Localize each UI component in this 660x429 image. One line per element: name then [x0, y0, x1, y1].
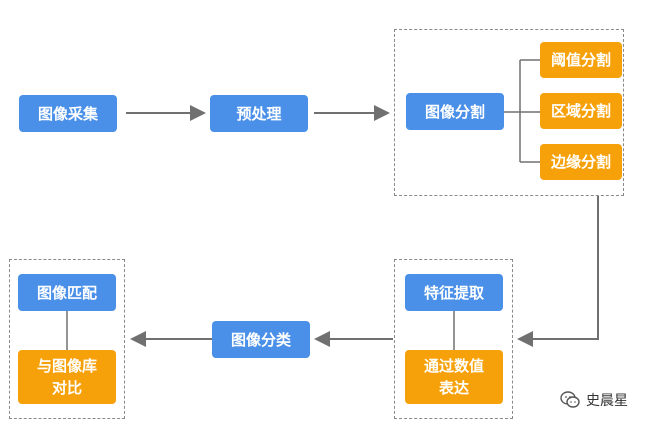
- node-feature-extraction: 特征提取: [405, 274, 503, 311]
- node-image-segmentation: 图像分割: [406, 93, 504, 130]
- segmentation-group: [394, 29, 624, 196]
- node-region-segmentation: 区域分割: [540, 93, 622, 129]
- watermark: 史晨星: [560, 390, 628, 410]
- node-threshold-segmentation: 阈值分割: [540, 42, 622, 78]
- watermark-text: 史晨星: [586, 393, 628, 409]
- node-image-classification: 图像分类: [212, 321, 310, 358]
- node-image-acquisition: 图像采集: [19, 95, 117, 132]
- node-preprocessing: 预处理: [210, 95, 308, 132]
- matching-group: [9, 259, 125, 419]
- node-edge-segmentation: 边缘分割: [540, 144, 622, 180]
- node-compare-with-library: 与图像库对比: [18, 350, 116, 404]
- wechat-icon: [560, 391, 580, 408]
- node-numeric-representation: 通过数值表达: [405, 350, 503, 404]
- arrow-segment-to-feature: [517, 196, 599, 347]
- node-image-matching: 图像匹配: [18, 274, 116, 311]
- feature-group: [394, 259, 513, 419]
